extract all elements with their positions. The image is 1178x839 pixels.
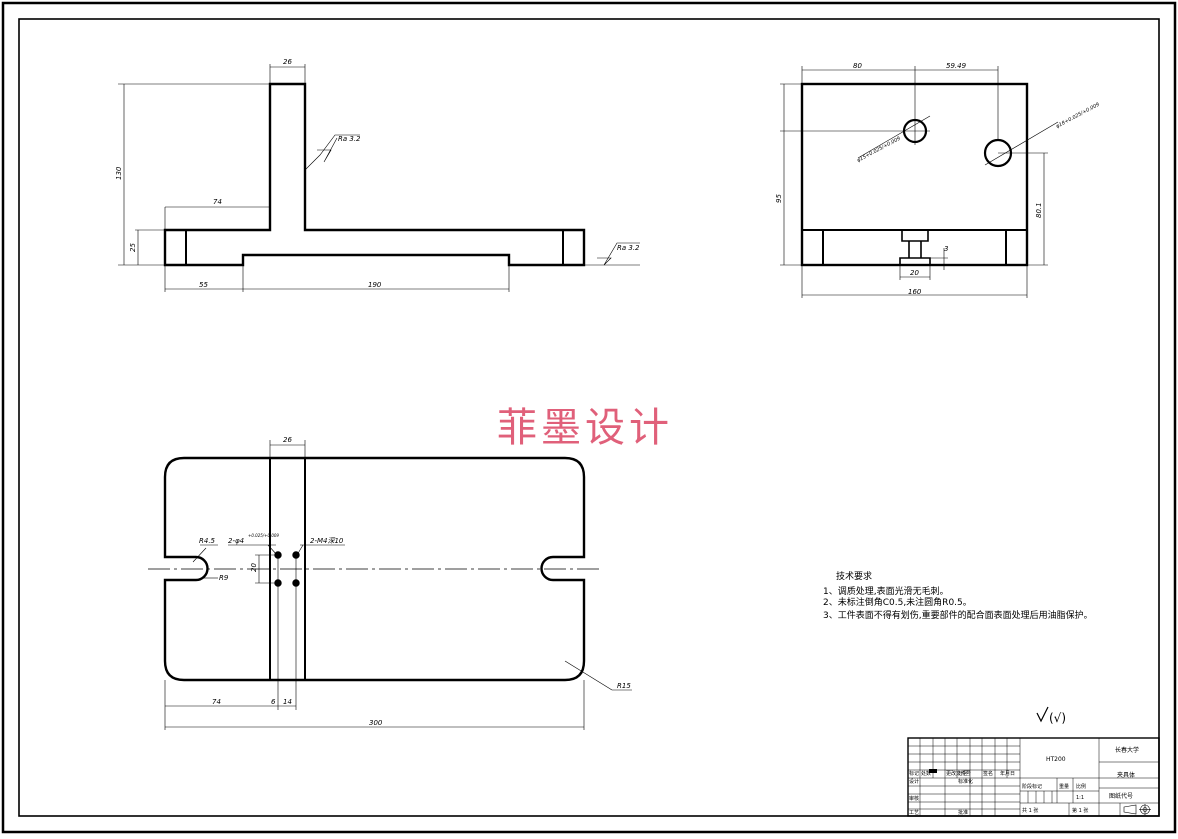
label-slot-radius: R4.5 [199, 537, 216, 545]
title-row-review: 审核 [909, 795, 919, 802]
title-stage-scale: 比例 [1076, 783, 1086, 790]
title-sheet-total: 共 1 张 [1022, 807, 1038, 814]
projection-symbol [1123, 804, 1151, 815]
note-item-2: 2、未标注倒角C0.5,未注圆角R0.5。 [823, 596, 972, 608]
label-hole-1: φ15+0.025/+0.009 [856, 136, 902, 164]
label-pin-holes: 2-φ4 [228, 537, 244, 545]
roughness-symbol-upper: Ra 3.2 [338, 135, 361, 143]
dim-front-base-height: 25 [129, 243, 137, 252]
inner-frame [18, 18, 1160, 817]
dim-side-width: 160 [908, 288, 922, 296]
title-school: 长春大学 [1115, 746, 1139, 754]
title-stage-mark: 阶段标记 [1022, 783, 1042, 790]
label-pin-tolerance: +0.025/+0.009 [248, 533, 279, 538]
top-view: 26 74 6 14 300 20 R4.5 R9 2-φ4 +0.025/+0… [148, 436, 632, 730]
title-stage-weight: 重量 [1059, 783, 1069, 790]
dim-top-total: 300 [369, 719, 383, 727]
side-view-key [899, 230, 931, 265]
title-small-approve: 批准 [958, 809, 968, 816]
title-small-zone: 分区 [958, 770, 968, 777]
dim-side-slot-depth: 3 [944, 245, 948, 253]
technical-notes: 技术要求 1、调质处理,表面光滑无毛刺。 2、未标注倒角C0.5,未注圆角R0.… [823, 570, 1093, 621]
title-small-standard: 标准化 [958, 778, 973, 785]
dim-side-slot-width: 20 [910, 269, 919, 277]
dim-front-left-offset: 55 [199, 281, 208, 289]
dim-top-width: 26 [283, 436, 292, 444]
roughness-other: (√) [1036, 706, 1066, 725]
title-row-design: 设计 [909, 778, 919, 785]
dim-front-slot-length: 190 [368, 281, 382, 289]
note-item-3: 3、工件表面不得有划伤,重要部件的配合面表面处理后用油脂保护。 [823, 609, 1093, 621]
title-small-count: 处数 [921, 770, 931, 777]
title-drawing-no: 图纸代号 [1109, 792, 1133, 800]
watermark: 菲墨设计 [497, 405, 673, 451]
top-view-outline [163, 456, 586, 682]
dim-side-hole2-y: 80.1 [1035, 202, 1043, 218]
title-block [907, 737, 1160, 817]
dim-top-left-span: 74 [212, 698, 221, 706]
title-row-mark: 标记 [909, 770, 919, 777]
title-part-name: 夹具体 [1117, 771, 1135, 779]
front-view: 26 130 74 25 55 190 Ra 3.2 Ra 3.2 [115, 58, 640, 292]
notes-title: 技术要求 [836, 570, 872, 582]
title-scale: 1:1 [1076, 795, 1084, 801]
label-thread-holes: 2-M4深10 [310, 537, 344, 545]
dim-front-top-width: 26 [283, 58, 292, 66]
side-view-outline [800, 82, 1029, 267]
label-corner-radius: R15 [617, 682, 631, 690]
side-view: 80 59.49 95 80.1 160 20 3 φ15+0.025/+0.0… [775, 62, 1101, 298]
title-row-process: 工艺 [909, 810, 919, 816]
side-view-dimlines [780, 66, 1059, 298]
dim-side-height: 95 [775, 194, 783, 203]
dim-top-pitch-y: 20 [250, 563, 258, 572]
dim-front-left-span: 74 [213, 198, 222, 206]
title-small-change: 更改文件号 [946, 770, 971, 777]
title-block-redaction [929, 769, 937, 773]
title-block-text: HT200 长春大学 夹具体 图纸代号 1:1 标记 设计 审核 工艺 处数 分… [909, 746, 1139, 816]
label-hole-2: φ18+0.025/+0.009 [1055, 102, 1101, 130]
front-view-outline [163, 82, 586, 267]
dim-side-hole2-x: 59.49 [946, 62, 967, 70]
dim-top-gap: 6 [271, 698, 276, 706]
label-inner-radius: R9 [219, 574, 229, 582]
dim-top-pitch-x: 14 [283, 698, 292, 706]
title-small-sign: 签名 [983, 770, 993, 777]
top-view-dimlines [164, 440, 632, 730]
dim-front-height: 130 [115, 166, 123, 180]
roughness-other-label: (√) [1049, 711, 1066, 725]
dim-side-hole1-x: 80 [853, 62, 862, 70]
title-sheet-current: 第 1 张 [1072, 807, 1088, 814]
title-material: HT200 [1046, 756, 1066, 763]
note-item-1: 1、调质处理,表面光滑无毛刺。 [823, 585, 949, 597]
title-small-date: 年月日 [1000, 770, 1015, 777]
roughness-symbol-right: Ra 3.2 [617, 244, 640, 252]
front-view-dimlines [118, 64, 640, 292]
